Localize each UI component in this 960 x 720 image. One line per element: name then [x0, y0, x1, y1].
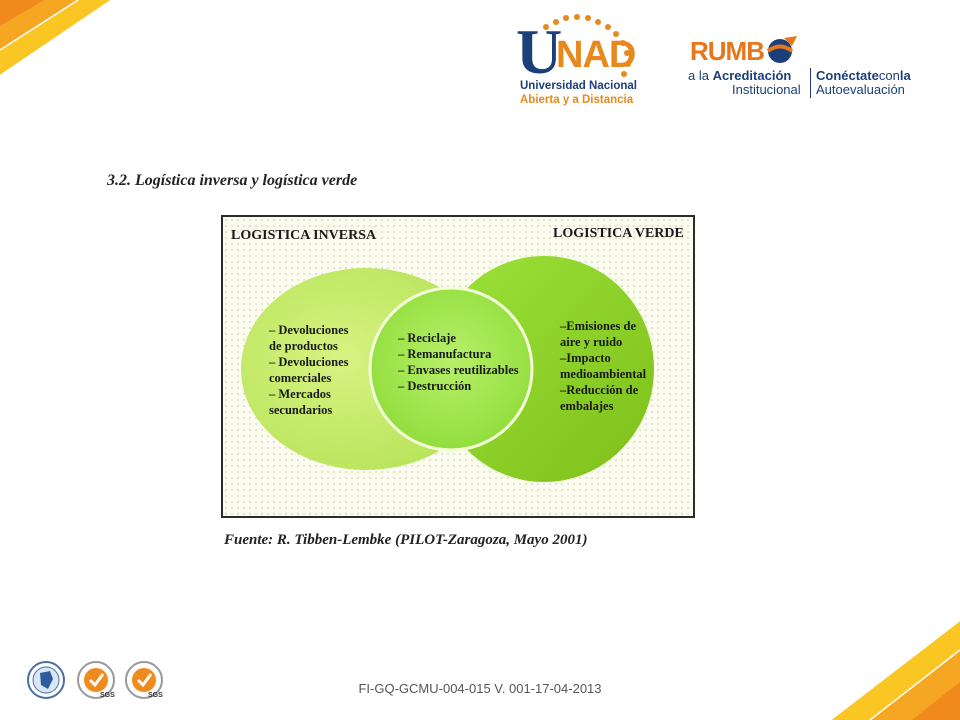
sgs-seal-icon-1 — [77, 661, 115, 699]
rumbo-logo-line1: a la Acreditación — [688, 68, 792, 83]
unad-logo-nad: NAD — [556, 34, 636, 76]
sgs-seal-icon-2 — [125, 661, 163, 699]
left-items-list: – Devoluciones de productos – Devolucion… — [269, 322, 349, 418]
logistica-verde-label: LOGISTICA VERDE — [553, 226, 684, 241]
list-item: – Remanufactura — [398, 347, 492, 361]
list-item: – Envases reutilizables — [398, 363, 519, 377]
rumbo-logo-right1: Conéctateconla — [816, 68, 911, 83]
footer-document-code: FI-GQ-GCMU-004-015 V. 001-17-04-2013 — [358, 681, 602, 696]
rumbo-logo-title: RUMB — [690, 36, 765, 66]
rumbo-logo-right2: Autoevaluación — [816, 82, 905, 97]
rumbo-logo-line2: Institucional — [732, 82, 801, 97]
sgs-seal-label-2: SGS — [148, 692, 163, 699]
list-item: secundarios — [269, 403, 333, 417]
list-item: – Mercados — [269, 387, 331, 401]
colombia-seal-icon — [27, 661, 65, 699]
list-item: de productos — [269, 339, 338, 353]
list-item: – Devoluciones — [269, 323, 349, 337]
bottom-right-corner-decoration — [829, 620, 960, 720]
unad-logo-line1: Universidad Nacional — [520, 80, 637, 92]
unad-logo-line2: Abierta y a Distancia — [520, 94, 634, 106]
list-item: –Emisiones de — [560, 319, 637, 333]
unad-logo-u: U — [516, 16, 563, 87]
unad-dots-arc-icon — [543, 14, 631, 77]
list-item: –Impacto — [560, 351, 611, 365]
certification-seals: SGS SGS — [26, 659, 166, 703]
list-item: – Destrucción — [398, 379, 472, 393]
rumbo-o-globe-icon — [766, 36, 797, 63]
sgs-seal-label-1: SGS — [100, 692, 115, 699]
list-item: – Reciclaje — [398, 331, 456, 345]
list-item: comerciales — [269, 371, 332, 385]
center-items-list: – Reciclaje – Remanufactura – Envases re… — [398, 330, 519, 394]
right-items-list: –Emisiones de aire y ruido –Impacto medi… — [560, 318, 646, 414]
venn-diagram — [241, 256, 654, 482]
venn-center-circle — [368, 286, 534, 452]
section-title: 3.2. Logística inversa y logística verde — [107, 172, 358, 189]
rumbo-logo-divider — [810, 68, 811, 98]
unad-logo: U NAD Universidad Nacional Abierta y a D… — [516, 14, 642, 110]
top-left-corner-decoration — [0, 0, 112, 77]
rumbo-acreditacion-logo: RUMB a la Acreditación Institucional Con… — [688, 30, 928, 100]
source-caption: Fuente: R. Tibben-Lembke (PILOT-Zaragoza… — [224, 532, 588, 548]
list-item: aire y ruido — [560, 335, 623, 349]
list-item: – Devoluciones — [269, 355, 349, 369]
list-item: –Reducción de — [560, 383, 639, 397]
list-item: medioambiental — [560, 367, 647, 381]
logistica-inversa-label: LOGISTICA INVERSA — [231, 228, 377, 243]
list-item: embalajes — [560, 399, 614, 413]
